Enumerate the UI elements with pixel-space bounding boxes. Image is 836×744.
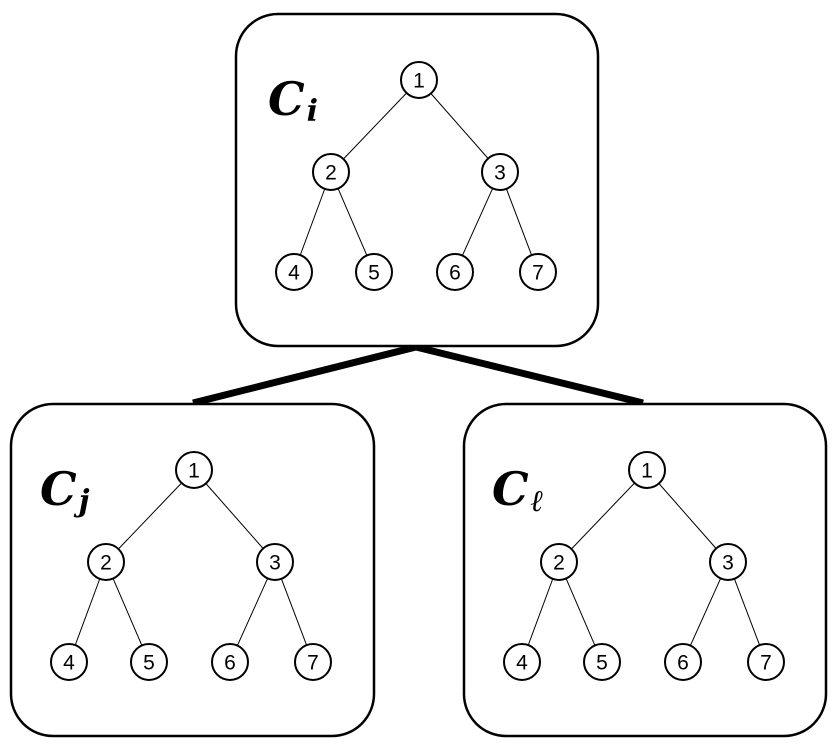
tree-edge-i-1 <box>430 93 489 159</box>
tree-node-j-4 <box>50 643 88 681</box>
cell-c-i-label: Ci <box>268 72 318 129</box>
cell-c-i-box <box>234 12 600 348</box>
tree-node-label-l-2: 2 <box>553 552 565 575</box>
tree-node-i-7 <box>519 253 557 291</box>
tree-edge-j-1 <box>205 483 264 549</box>
tree-node-i-5 <box>355 253 393 291</box>
tree-edge-j-5 <box>280 578 308 646</box>
tree-node-j-5 <box>130 643 168 681</box>
tree-node-label-l-6: 6 <box>677 652 689 675</box>
tree-node-i-3 <box>481 153 519 191</box>
tree-node-i-1 <box>400 61 438 99</box>
tree-edge-l-4 <box>689 578 722 646</box>
tree-edge-l-5 <box>733 578 761 646</box>
tree-node-label-i-1: 1 <box>413 70 425 93</box>
tree-node-i-4 <box>275 253 313 291</box>
tree-node-label-i-3: 3 <box>494 162 506 185</box>
connector-ci-to-cl <box>415 343 644 407</box>
tree-edge-l-3 <box>565 578 596 646</box>
tree-c-l: 1 2 3 4 5 6 7 <box>503 451 785 681</box>
tree-node-label-i-4: 4 <box>288 262 300 285</box>
cell-c-j-box <box>9 402 376 738</box>
tree-node-j-7 <box>294 643 332 681</box>
tree-node-label-j-2: 2 <box>100 552 112 575</box>
tree-node-label-l-1: 1 <box>641 460 653 483</box>
tree-edge-j-4 <box>236 578 269 646</box>
tree-node-label-j-7: 7 <box>307 652 319 675</box>
cell-c-i: Ci 1 2 3 4 5 6 7 <box>234 12 600 348</box>
cell-c-l: Cℓ 1 2 3 4 5 6 7 <box>462 402 828 738</box>
connector-ci-to-cj <box>192 343 417 407</box>
tree-edge-i-2 <box>299 188 326 256</box>
tree-node-label-i-6: 6 <box>449 262 461 285</box>
tree-node-label-j-6: 6 <box>224 652 236 675</box>
tree-node-l-6 <box>664 643 702 681</box>
tree-node-l-1 <box>628 451 666 489</box>
tree-edge-l-1 <box>658 483 717 549</box>
tree-node-label-j-1: 1 <box>188 460 200 483</box>
tree-node-l-2 <box>540 543 578 581</box>
tree-node-label-l-4: 4 <box>516 652 528 675</box>
tree-edge-i-3 <box>337 188 368 256</box>
tree-node-label-j-3: 3 <box>269 552 281 575</box>
tree-node-i-2 <box>312 153 350 191</box>
tree-edge-l-0 <box>571 482 635 550</box>
tree-edge-l-2 <box>527 578 554 646</box>
tree-edge-i-4 <box>461 188 494 256</box>
tree-edge-i-5 <box>505 188 533 256</box>
tree-node-label-l-7: 7 <box>760 652 772 675</box>
tree-node-label-i-7: 7 <box>532 262 544 285</box>
tree-node-j-3 <box>256 543 294 581</box>
tree-node-j-1 <box>175 451 213 489</box>
tree-edge-j-3 <box>112 578 143 646</box>
tree-node-i-6 <box>436 253 474 291</box>
tree-node-label-l-3: 3 <box>722 552 734 575</box>
tree-node-l-4 <box>503 643 541 681</box>
tree-node-label-l-5: 5 <box>596 652 608 675</box>
cell-c-l-label: Cℓ <box>492 462 543 519</box>
tree-node-j-2 <box>87 543 125 581</box>
tree-edge-j-0 <box>118 482 182 550</box>
cell-c-l-box <box>462 402 828 738</box>
tree-node-l-7 <box>747 643 785 681</box>
tree-node-j-6 <box>211 643 249 681</box>
tree-c-i: 1 2 3 4 5 6 7 <box>275 61 557 291</box>
tree-node-label-i-5: 5 <box>368 262 380 285</box>
tree-node-label-j-4: 4 <box>63 652 75 675</box>
tree-node-label-j-5: 5 <box>143 652 155 675</box>
tree-c-j: 1 2 3 4 5 6 7 <box>50 451 332 681</box>
tree-edge-j-2 <box>74 578 101 646</box>
tree-node-label-i-2: 2 <box>325 162 337 185</box>
tree-edge-i-0 <box>343 92 407 160</box>
tree-node-l-5 <box>583 643 621 681</box>
tree-node-l-3 <box>709 543 747 581</box>
